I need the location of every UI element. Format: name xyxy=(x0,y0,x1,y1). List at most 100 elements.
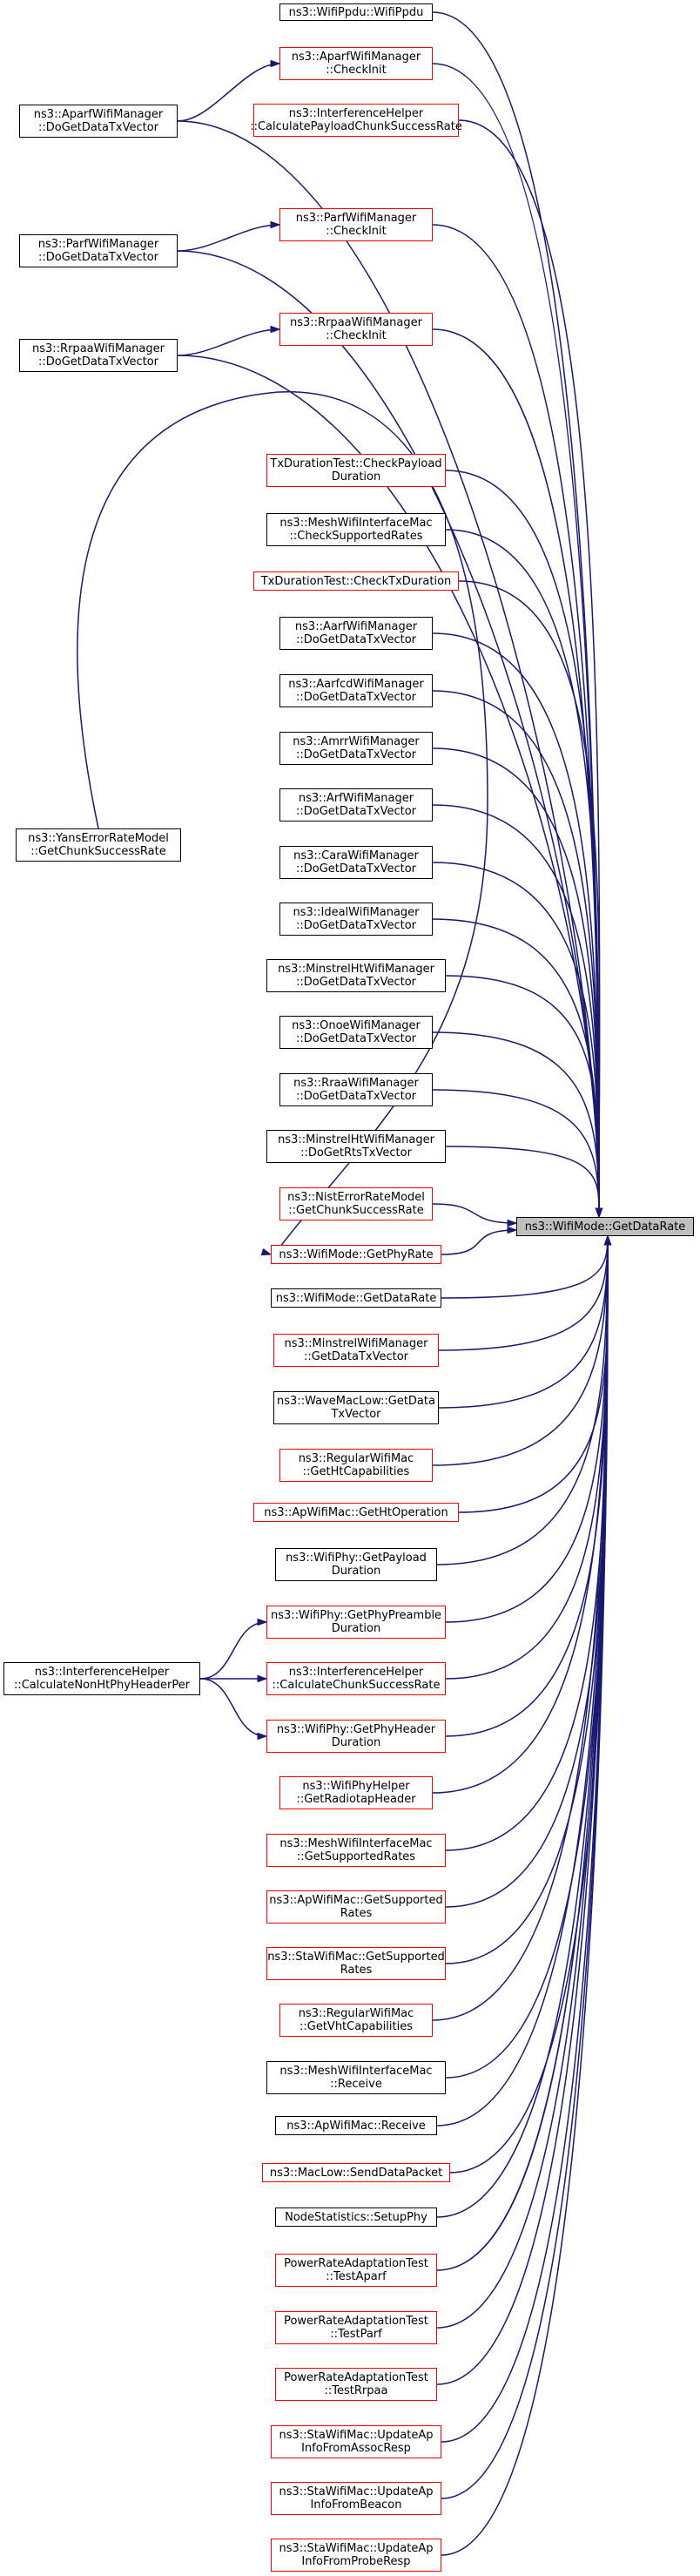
node-label-line: ns3::ParfWifiManager xyxy=(295,212,417,225)
node-ih-chunk[interactable]: ns3::InterferenceHelper::CalculateChunkS… xyxy=(266,1662,446,1695)
node-label-line: ::DoGetDataTxVector xyxy=(296,919,416,932)
edge-ih-nonht-wifiphy-preamble xyxy=(199,1621,267,1680)
edge-sta-assoc xyxy=(441,1235,609,2443)
edge-minstrelht-dogetdata xyxy=(445,975,600,1218)
node-label-line: ::GetChunkSuccessRate xyxy=(288,1204,424,1217)
node-label-line: Duration xyxy=(331,1736,381,1749)
node-label-line: ns3::AparfWifiManager xyxy=(291,51,421,64)
arrowhead-ih-nonht-wifiphy-header xyxy=(257,1732,268,1741)
node-ih-payload[interactable]: ns3::InterferenceHelper::CalculatePayloa… xyxy=(250,104,462,137)
edge-arf-dogetdata xyxy=(432,804,600,1218)
edge-nist-chunk xyxy=(432,1203,517,1224)
node-label-line: InfoFromBeacon xyxy=(310,2498,402,2512)
node-amrr-dogetdata[interactable]: ns3::AmrrWifiManager::DoGetDataTxVector xyxy=(279,732,433,765)
edge-aparf-checkinit xyxy=(432,63,600,1218)
node-label-line: ns3::InterferenceHelper xyxy=(34,1666,170,1679)
node-label-line: ::DoGetDataTxVector xyxy=(38,121,158,134)
node-rrpaa-checkinit[interactable]: ns3::RrpaaWifiManager::CheckInit xyxy=(279,313,433,346)
node-mesh-getsupported[interactable]: ns3::MeshWifiInterfaceMac::GetSupportedR… xyxy=(266,1834,446,1867)
node-label-line: ns3::RegularWifiMac xyxy=(298,2007,414,2020)
edge-aarfcd-dogetdata xyxy=(432,690,600,1218)
edge-rraa-dogetdata xyxy=(432,1089,600,1218)
edge-yans-chunk-getphyrate xyxy=(77,391,488,1255)
node-label-line: InfoFromAssocResp xyxy=(301,2442,411,2455)
node-label-line: TxVector xyxy=(331,1408,381,1421)
node-phyhelper-radiotap[interactable]: ns3::WifiPhyHelper::GetRadiotapHeader xyxy=(279,1776,433,1809)
node-getdatarate2[interactable]: ns3::WifiMode::GetDataRate xyxy=(271,1288,441,1308)
node-aarfcd-dogetdata[interactable]: ns3::AarfcdWifiManager::DoGetDataTxVecto… xyxy=(279,674,433,707)
node-test-rrpaa[interactable]: PowerRateAdaptationTest::TestRrpaa xyxy=(275,2368,437,2401)
node-txdur-checktx[interactable]: TxDurationTest::CheckTxDuration xyxy=(253,571,459,591)
node-yans-chunk[interactable]: ns3::YansErrorRateModel::GetChunkSuccess… xyxy=(16,828,181,862)
node-regular-getvht[interactable]: ns3::RegularWifiMac::GetVhtCapabilities xyxy=(279,2004,433,2037)
edges-layer xyxy=(77,11,612,2556)
node-label-line: ns3::WifiPhy::GetPhyHeader xyxy=(276,1723,436,1736)
edge-aparf-dogetdata-getdatarate xyxy=(177,120,600,1218)
node-minstrelht-dogetdata[interactable]: ns3::MinstrelHtWifiManager::DoGetDataTxV… xyxy=(266,959,446,992)
node-ideal-dogetdata[interactable]: ns3::IdealWifiManager::DoGetDataTxVector xyxy=(279,903,433,936)
node-label-line: ns3::MeshWifiInterfaceMac xyxy=(279,1837,433,1850)
node-label-line: ::DoGetDataTxVector xyxy=(38,251,158,264)
edge-sta-beacon xyxy=(441,1235,609,2499)
node-label-line: Rates xyxy=(340,1964,373,1977)
node-parf-checkinit[interactable]: ns3::ParfWifiManager::CheckInit xyxy=(279,208,433,241)
edge-apwifi-ghtop xyxy=(458,1235,609,1513)
node-label-line: ns3::ArfWifiManager xyxy=(298,792,414,805)
node-arf-dogetdata[interactable]: ns3::ArfWifiManager::DoGetDataTxVector xyxy=(279,788,433,821)
node-label-line: ns3::StaWifiMac::GetSupported xyxy=(267,1951,445,1964)
node-label-line: ns3::WifiMode::GetDataRate xyxy=(524,1220,686,1234)
node-label-line: ns3::MinstrelWifiManager xyxy=(284,1337,428,1350)
node-label-line: ::DoGetDataTxVector xyxy=(296,976,416,989)
node-onoe-dogetdata[interactable]: ns3::OnoeWifiManager::DoGetDataTxVector xyxy=(279,1016,433,1049)
edge-mesh-receive xyxy=(445,1235,609,2079)
node-test-aparf[interactable]: PowerRateAdaptationTest::TestAparf xyxy=(275,2254,437,2287)
node-mesh-checksupported[interactable]: ns3::MeshWifiInterfaceMac::CheckSupporte… xyxy=(266,513,446,546)
node-mesh-receive[interactable]: ns3::MeshWifiInterfaceMac::Receive xyxy=(266,2061,446,2094)
node-apwifi-ghtop[interactable]: ns3::ApWifiMac::GetHtOperation xyxy=(253,1503,459,1522)
node-label-line: PowerRateAdaptationTest xyxy=(284,2371,428,2384)
node-maclow-send[interactable]: ns3::MacLow::SendDataPacket xyxy=(262,2163,450,2182)
node-minstrel-getdata[interactable]: ns3::MinstrelWifiManager::GetDataTxVecto… xyxy=(273,1334,439,1367)
arrowhead-yans-chunk-getphyrate xyxy=(260,1247,273,1256)
node-cara-dogetdata[interactable]: ns3::CaraWifiManager::DoGetDataTxVector xyxy=(279,846,433,879)
node-ih-nonht[interactable]: ns3::InterferenceHelper::CalculateNonHtP… xyxy=(3,1662,200,1695)
node-label-line: ::GetRadiotapHeader xyxy=(296,1793,416,1806)
node-label-line: ::DoGetDataTxVector xyxy=(296,1090,416,1103)
node-label-line: ns3::AarfcdWifiManager xyxy=(288,678,424,691)
node-minstrelht-dogetrts[interactable]: ns3::MinstrelHtWifiManager::DoGetRtsTxVe… xyxy=(266,1130,446,1163)
node-test-parf[interactable]: PowerRateAdaptationTest::TestParf xyxy=(275,2311,437,2344)
node-nist-chunk[interactable]: ns3::NistErrorRateModel::GetChunkSuccess… xyxy=(279,1187,433,1220)
node-rrpaa-dogetdata[interactable]: ns3::RrpaaWifiManager::DoGetDataTxVector xyxy=(19,339,178,372)
node-label-line: ns3::StaWifiMac::UpdateAp xyxy=(279,2429,434,2442)
edge-parf-checkinit xyxy=(432,224,600,1218)
node-parf-dogetdata[interactable]: ns3::ParfWifiManager::DoGetDataTxVector xyxy=(19,234,178,267)
node-label-line: ::CheckInit xyxy=(326,329,387,342)
node-getdatarate[interactable]: ns3::WifiMode::GetDataRate xyxy=(516,1217,694,1236)
node-wifippdu[interactable]: ns3::WifiPpdu::WifiPpdu xyxy=(279,3,433,21)
node-label-line: ns3::WifiMode::GetPhyRate xyxy=(279,1247,434,1261)
node-aarf-dogetdata[interactable]: ns3::AarfWifiManager::DoGetDataTxVector xyxy=(279,617,433,650)
node-label-line: PowerRateAdaptationTest xyxy=(284,2257,428,2270)
node-aparf-checkinit[interactable]: ns3::AparfWifiManager::CheckInit xyxy=(279,47,433,80)
node-rraa-dogetdata[interactable]: ns3::RraaWifiManager::DoGetDataTxVector xyxy=(279,1073,433,1106)
node-nodestats-setup[interactable]: NodeStatistics::SetupPhy xyxy=(275,2208,437,2227)
node-getphyrate[interactable]: ns3::WifiMode::GetPhyRate xyxy=(271,1245,441,1264)
node-label-line: ns3::RegularWifiMac xyxy=(298,1452,414,1465)
node-ap-receive[interactable]: ns3::ApWifiMac::Receive xyxy=(275,2116,437,2135)
node-regular-getht[interactable]: ns3::RegularWifiMac::GetHtCapabilities xyxy=(279,1449,433,1482)
node-aparf-dogetdata[interactable]: ns3::AparfWifiManager::DoGetDataTxVector xyxy=(19,105,178,138)
node-label-line: ns3::MeshWifiInterfaceMac xyxy=(279,517,433,530)
node-label-line: ns3::StaWifiMac::UpdateAp xyxy=(279,2485,434,2498)
edge-mesh-getsupported xyxy=(445,1235,609,1851)
edge-txdur-checktx xyxy=(458,580,601,1218)
